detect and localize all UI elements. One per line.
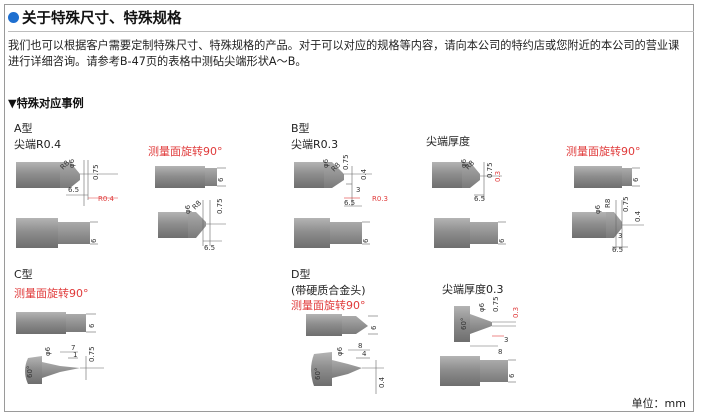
c-phi6: φ6 — [44, 346, 52, 356]
bullet-dot-icon — [8, 11, 19, 23]
dt-3: 3 — [504, 336, 508, 344]
b-rot-3: 3 — [618, 232, 622, 240]
dt-8: 8 — [498, 348, 502, 356]
b-d6-b: 6 — [362, 238, 370, 243]
b-rot-65: 6.5 — [612, 246, 623, 254]
c-7: 7 — [71, 344, 75, 352]
type-c-rotated: 测量面旋转90° — [14, 287, 89, 300]
b-rot-r8: R8 — [604, 199, 612, 208]
b-phi6: φ6 — [322, 158, 330, 168]
b-r03: R0.3 — [372, 195, 388, 203]
type-b-label: B型 — [291, 122, 310, 135]
examples-heading: ▼特殊对应事例 — [8, 97, 84, 110]
b-65: 6.5 — [344, 199, 355, 207]
drawing-a-top: φ6 R8 0.75 6.5 R0.4 — [16, 158, 118, 206]
drawing-b-thickness-bottom: 6 — [434, 218, 506, 248]
type-b-note: 尖端R0.3 — [291, 138, 339, 151]
a-d6-b: 6 — [90, 238, 98, 243]
section-title: 关于特殊尺寸、特殊规格 — [22, 10, 182, 27]
d-8: 8 — [358, 342, 362, 350]
type-a-rotated: 测量面旋转90° — [148, 145, 223, 158]
type-d-thickness: 尖端厚度0.3 — [442, 283, 504, 296]
a-rot-d6: 6 — [217, 177, 225, 182]
a-rot-phi6: φ6 — [184, 204, 192, 214]
c-d6: 6 — [88, 323, 96, 328]
d-60: 60° — [314, 368, 322, 380]
drawing-b-thickness-top: φ6 R8 0.75 0.3 6.5 — [432, 158, 502, 203]
b-rot-d6: 6 — [632, 177, 640, 182]
d-d6: 6 — [370, 325, 378, 330]
b-rot-075: 0.75 — [622, 196, 630, 212]
drawing-d-thickness-top: 60° φ6 0.75 0.3 3 8 — [454, 296, 520, 356]
type-c-label: C型 — [14, 268, 33, 281]
dt-03: 0.3 — [512, 307, 520, 318]
b-04: 0.4 — [360, 168, 368, 180]
b-rot-04: 0.4 — [634, 210, 642, 222]
a-phi6: φ6 — [68, 158, 76, 168]
type-d-rotated: 测量面旋转90° — [291, 299, 366, 312]
type-b-thickness: 尖端厚度 — [426, 135, 470, 148]
bt-075: 0.75 — [486, 162, 494, 178]
b-3: 3 — [356, 186, 360, 194]
a-075: 0.75 — [92, 164, 100, 180]
d-04: 0.4 — [378, 376, 386, 388]
intro-paragraph: 我们也可以根据客户需要定制特殊尺寸、特殊规格的产品。对于可以对应的规格等内容，请… — [8, 39, 680, 68]
a-r04: R0.4 — [98, 195, 115, 203]
drawing-d-thickness-bottom: 6 — [440, 356, 516, 386]
unit-label: 单位：mm — [631, 397, 686, 410]
drawing-a-bottom: 6 — [16, 218, 98, 248]
drawing-b-rot-bottom: φ6 R8 0.75 0.4 3 6.5 — [572, 196, 644, 254]
a-rot-65: 6.5 — [204, 244, 215, 252]
c-60: 60° — [26, 366, 34, 378]
dt-60: 60° — [460, 318, 468, 330]
drawing-d-top: 6 — [306, 314, 378, 336]
d-phi6: φ6 — [336, 346, 344, 356]
drawing-d-bottom: φ6 60° 8 4 0.4 — [311, 342, 386, 394]
bt-phi6: φ6 — [460, 158, 468, 168]
drawing-b-rot-top: 6 — [574, 166, 640, 188]
b-075: 0.75 — [342, 154, 350, 170]
type-d-label: D型 — [291, 268, 311, 281]
a-65: 6.5 — [68, 186, 79, 194]
bt-03: 0.3 — [494, 171, 502, 182]
bt-d6-b: 6 — [498, 238, 506, 243]
section-header: 关于特殊尺寸、特殊规格 — [8, 6, 182, 28]
c-1: 1 — [73, 351, 77, 359]
section-panel — [4, 4, 694, 412]
drawing-b-top: φ6 R8 0.75 0.4 3 6.5 R0.3 — [294, 154, 388, 207]
type-a-label: A型 — [14, 122, 33, 135]
type-d-note: (带硬质合金头) — [291, 284, 366, 297]
dt-d6-b: 6 — [508, 373, 516, 378]
drawing-c-top: 6 — [16, 312, 96, 334]
c-075: 0.75 — [88, 346, 96, 362]
dt-phi6: φ6 — [478, 302, 486, 312]
drawing-c-bottom: φ6 60° 7 1 0.75 — [25, 344, 104, 384]
type-a-note: 尖端R0.4 — [14, 138, 62, 151]
drawing-a-rot-bottom: φ6 R8 0.75 6.5 — [158, 198, 226, 252]
d-4: 4 — [362, 350, 367, 358]
b-rot-phi6: φ6 — [594, 204, 602, 214]
drawing-a-rot-top: 6 — [155, 166, 226, 188]
type-b-rotated: 测量面旋转90° — [566, 145, 641, 158]
drawing-b-bottom: 6 — [294, 218, 370, 248]
a-rot-075: 0.75 — [216, 198, 224, 214]
bt-65: 6.5 — [474, 195, 485, 203]
a-rot-r8: R8 — [191, 199, 203, 211]
header-divider — [8, 31, 694, 32]
dt-075: 0.75 — [492, 296, 500, 312]
